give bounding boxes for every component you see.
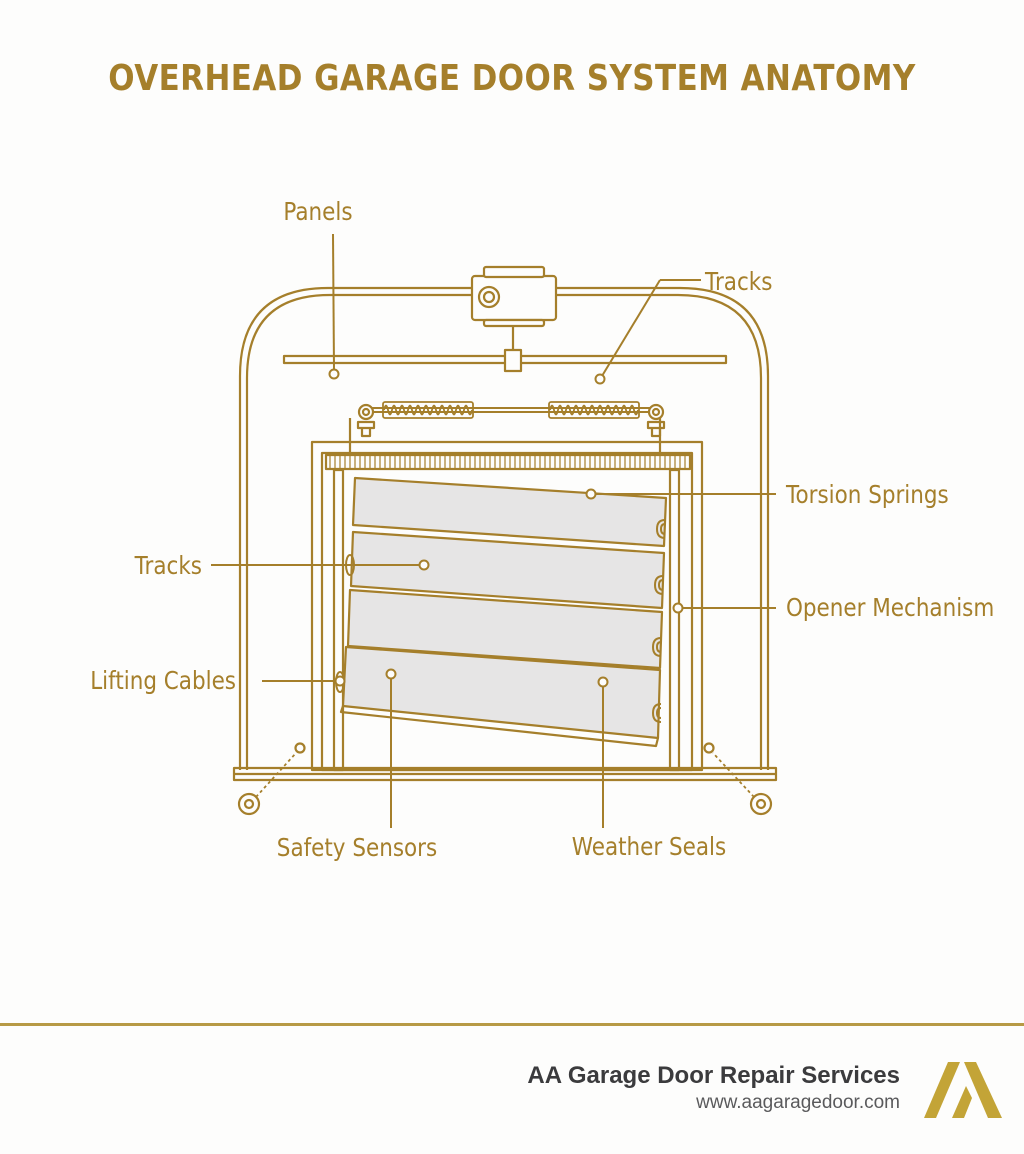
safety-sensor-left (237, 792, 261, 816)
track-left (332, 468, 345, 772)
door-bottom-seal (339, 705, 660, 748)
page-title: OVERHEAD GARAGE DOOR SYSTEM ANATOMY (108, 58, 916, 99)
track-right (668, 468, 681, 772)
spring-bracket-right (646, 403, 666, 438)
header-strip-ribs (329, 455, 686, 469)
label-lifting-cables: Lifting Cables (90, 666, 236, 695)
safety-sensor-right (749, 792, 773, 816)
company-logo-icon (924, 1062, 1002, 1118)
opener-motor-bottom (482, 318, 546, 328)
company-name: AA Garage Door Repair Services (527, 1062, 900, 1089)
label-safety-sensors: Safety Sensors (277, 833, 437, 862)
door-frame-inner (320, 451, 694, 772)
label-weather-seals: Weather Seals (572, 832, 726, 861)
leader-panels (332, 233, 335, 371)
opener-trolley (503, 348, 523, 373)
label-tracks-left: Tracks (134, 551, 202, 580)
door-panel-3 (346, 588, 664, 670)
opener-motor-light (477, 285, 501, 309)
label-opener-mechanism: Opener Mechanism (786, 593, 994, 622)
footer-divider (0, 1023, 1024, 1026)
label-tracks-top: Tracks (704, 267, 772, 296)
header-strip (324, 453, 692, 471)
spring-bracket-left (356, 403, 376, 438)
opener-motor-top (482, 265, 546, 279)
website-link[interactable]: www.aagaragedoor.com (696, 1092, 900, 1113)
garage-door-diagram: Panels Tracks Torsion Springs Tracks Ope… (90, 197, 994, 862)
torsion-spring-right (548, 401, 640, 419)
door-panel-2 (349, 530, 666, 610)
label-torsion-springs: Torsion Springs (785, 480, 949, 509)
label-panels: Panels (283, 197, 352, 226)
torsion-spring-left (382, 401, 474, 419)
